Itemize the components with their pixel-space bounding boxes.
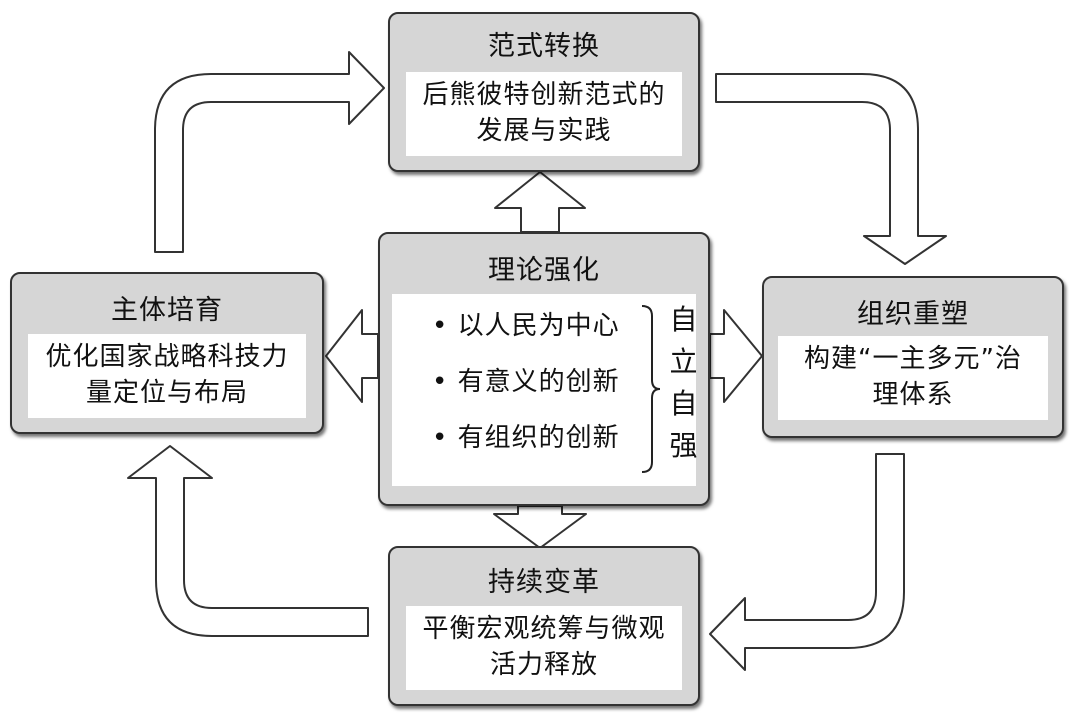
- box-organization-reshaping: 组织重塑 构建“一主多元”治 理体系: [762, 276, 1064, 438]
- arrow-center-to-left: [325, 309, 379, 403]
- box-description: 后熊彼特创新范式的 发展与实践: [406, 72, 682, 156]
- box-title: 理论强化: [488, 255, 600, 286]
- box-paradigm-shift: 范式转换 后熊彼特创新范式的 发展与实践: [388, 12, 700, 172]
- box-theory-strengthening: 理论强化 • 以人民为中心 • 有意义的创新 • 有组织的创新 自 立 自 强: [378, 232, 710, 506]
- box-title: 范式转换: [488, 31, 600, 62]
- description-line: 活力释放: [489, 650, 598, 680]
- description-line: 量定位与布局: [85, 378, 248, 408]
- bracket-label-char: 立: [669, 345, 699, 378]
- arrow-right-to-bottom: [709, 453, 905, 671]
- arrow-center-to-top: [494, 171, 586, 233]
- box-title: 组织重塑: [857, 299, 969, 330]
- description-line: 构建“一主多元”治: [804, 344, 1022, 374]
- arrow-center-to-bottom: [493, 505, 587, 549]
- box-continuous-reform: 持续变革 平衡宏观统筹与微观 活力释放: [388, 546, 700, 706]
- box-center-content: • 以人民为中心 • 有意义的创新 • 有组织的创新 自 立 自 强: [392, 294, 698, 486]
- box-title: 持续变革: [488, 567, 600, 598]
- box-description: 平衡宏观统筹与微观 活力释放: [406, 606, 682, 690]
- center-item: • 有组织的创新: [432, 423, 620, 453]
- description-line: 理体系: [872, 380, 954, 410]
- arrow-center-to-right: [709, 309, 763, 403]
- center-item: • 以人民为中心: [432, 311, 620, 341]
- arrow-bottom-to-left: [127, 445, 369, 637]
- box-title: 主体培育: [111, 295, 223, 326]
- bracket-label-char: 自: [669, 387, 699, 420]
- description-line: 后熊彼特创新范式的: [422, 80, 666, 110]
- description-line: 发展与实践: [476, 116, 612, 146]
- box-description: 构建“一主多元”治 理体系: [778, 336, 1048, 420]
- description-line: 平衡宏观统筹与微观: [422, 614, 666, 644]
- box-description: 优化国家战略科技力 量定位与布局: [28, 334, 306, 418]
- description-line: 优化国家战略科技力: [45, 342, 289, 372]
- bracket-label-char: 强: [669, 429, 699, 462]
- bracket-label-char: 自: [669, 303, 699, 336]
- bracket-icon: [641, 305, 661, 473]
- center-item: • 有意义的创新: [432, 367, 620, 397]
- box-subject-cultivation: 主体培育 优化国家战略科技力 量定位与布局: [10, 272, 324, 434]
- arrow-left-to-top: [154, 51, 385, 253]
- arrow-top-to-right: [715, 73, 947, 265]
